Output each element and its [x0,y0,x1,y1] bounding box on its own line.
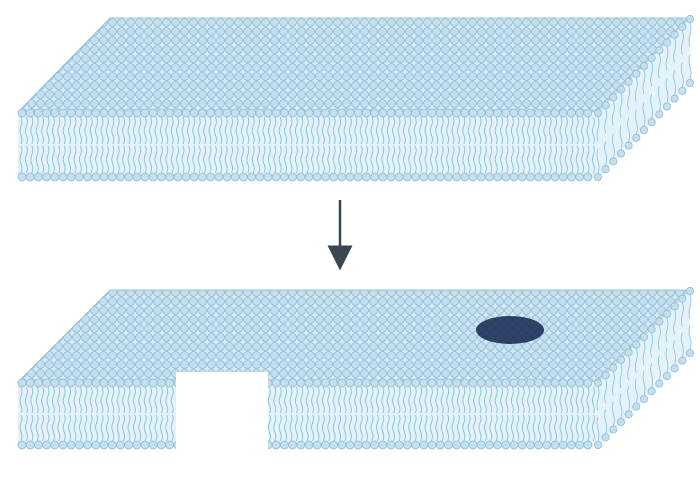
membrane-top-surface [17,17,691,113]
membrane-top-surface [17,289,691,383]
side-headgroups [594,14,695,181]
membrane-top [17,14,695,182]
barrel-stave-pore [176,372,268,454]
lipid-headgroups [17,108,593,182]
surface-peptide-cluster [476,316,544,344]
membrane-bottom [17,286,695,454]
lipid-tails [19,116,595,174]
side-headgroups [594,286,695,449]
